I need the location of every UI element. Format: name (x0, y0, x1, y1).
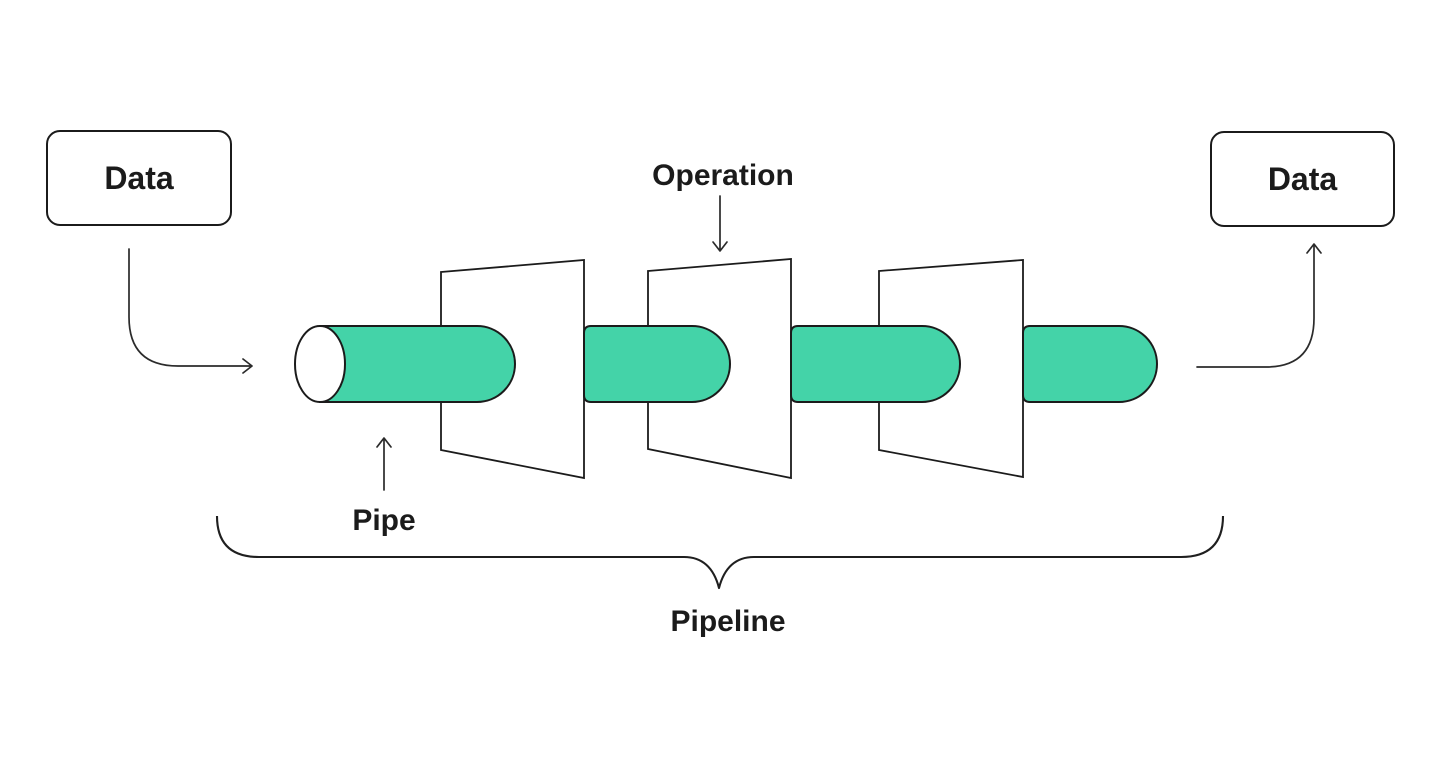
output-flow-arrow (1196, 243, 1322, 368)
input-data-box: Data (46, 130, 232, 226)
pipe-segment-3 (790, 325, 961, 403)
pipe-segment-4 (1022, 325, 1158, 403)
pipe-pointer-arrow (376, 437, 392, 491)
pipe-label: Pipe (352, 504, 416, 537)
input-data-label: Data (104, 160, 174, 196)
output-data-box: Data (1210, 131, 1395, 227)
pipeline-brace (215, 515, 1225, 590)
output-data-label: Data (1267, 161, 1338, 197)
pipe-segment-2 (583, 325, 731, 403)
pipe-segment-1 (319, 325, 516, 403)
operation-label: Operation (652, 159, 794, 192)
input-flow-arrow (128, 248, 253, 374)
pipeline-label: Pipeline (670, 605, 786, 638)
pipe-opening-ellipse (294, 325, 346, 403)
operation-pointer-arrow (712, 195, 728, 252)
